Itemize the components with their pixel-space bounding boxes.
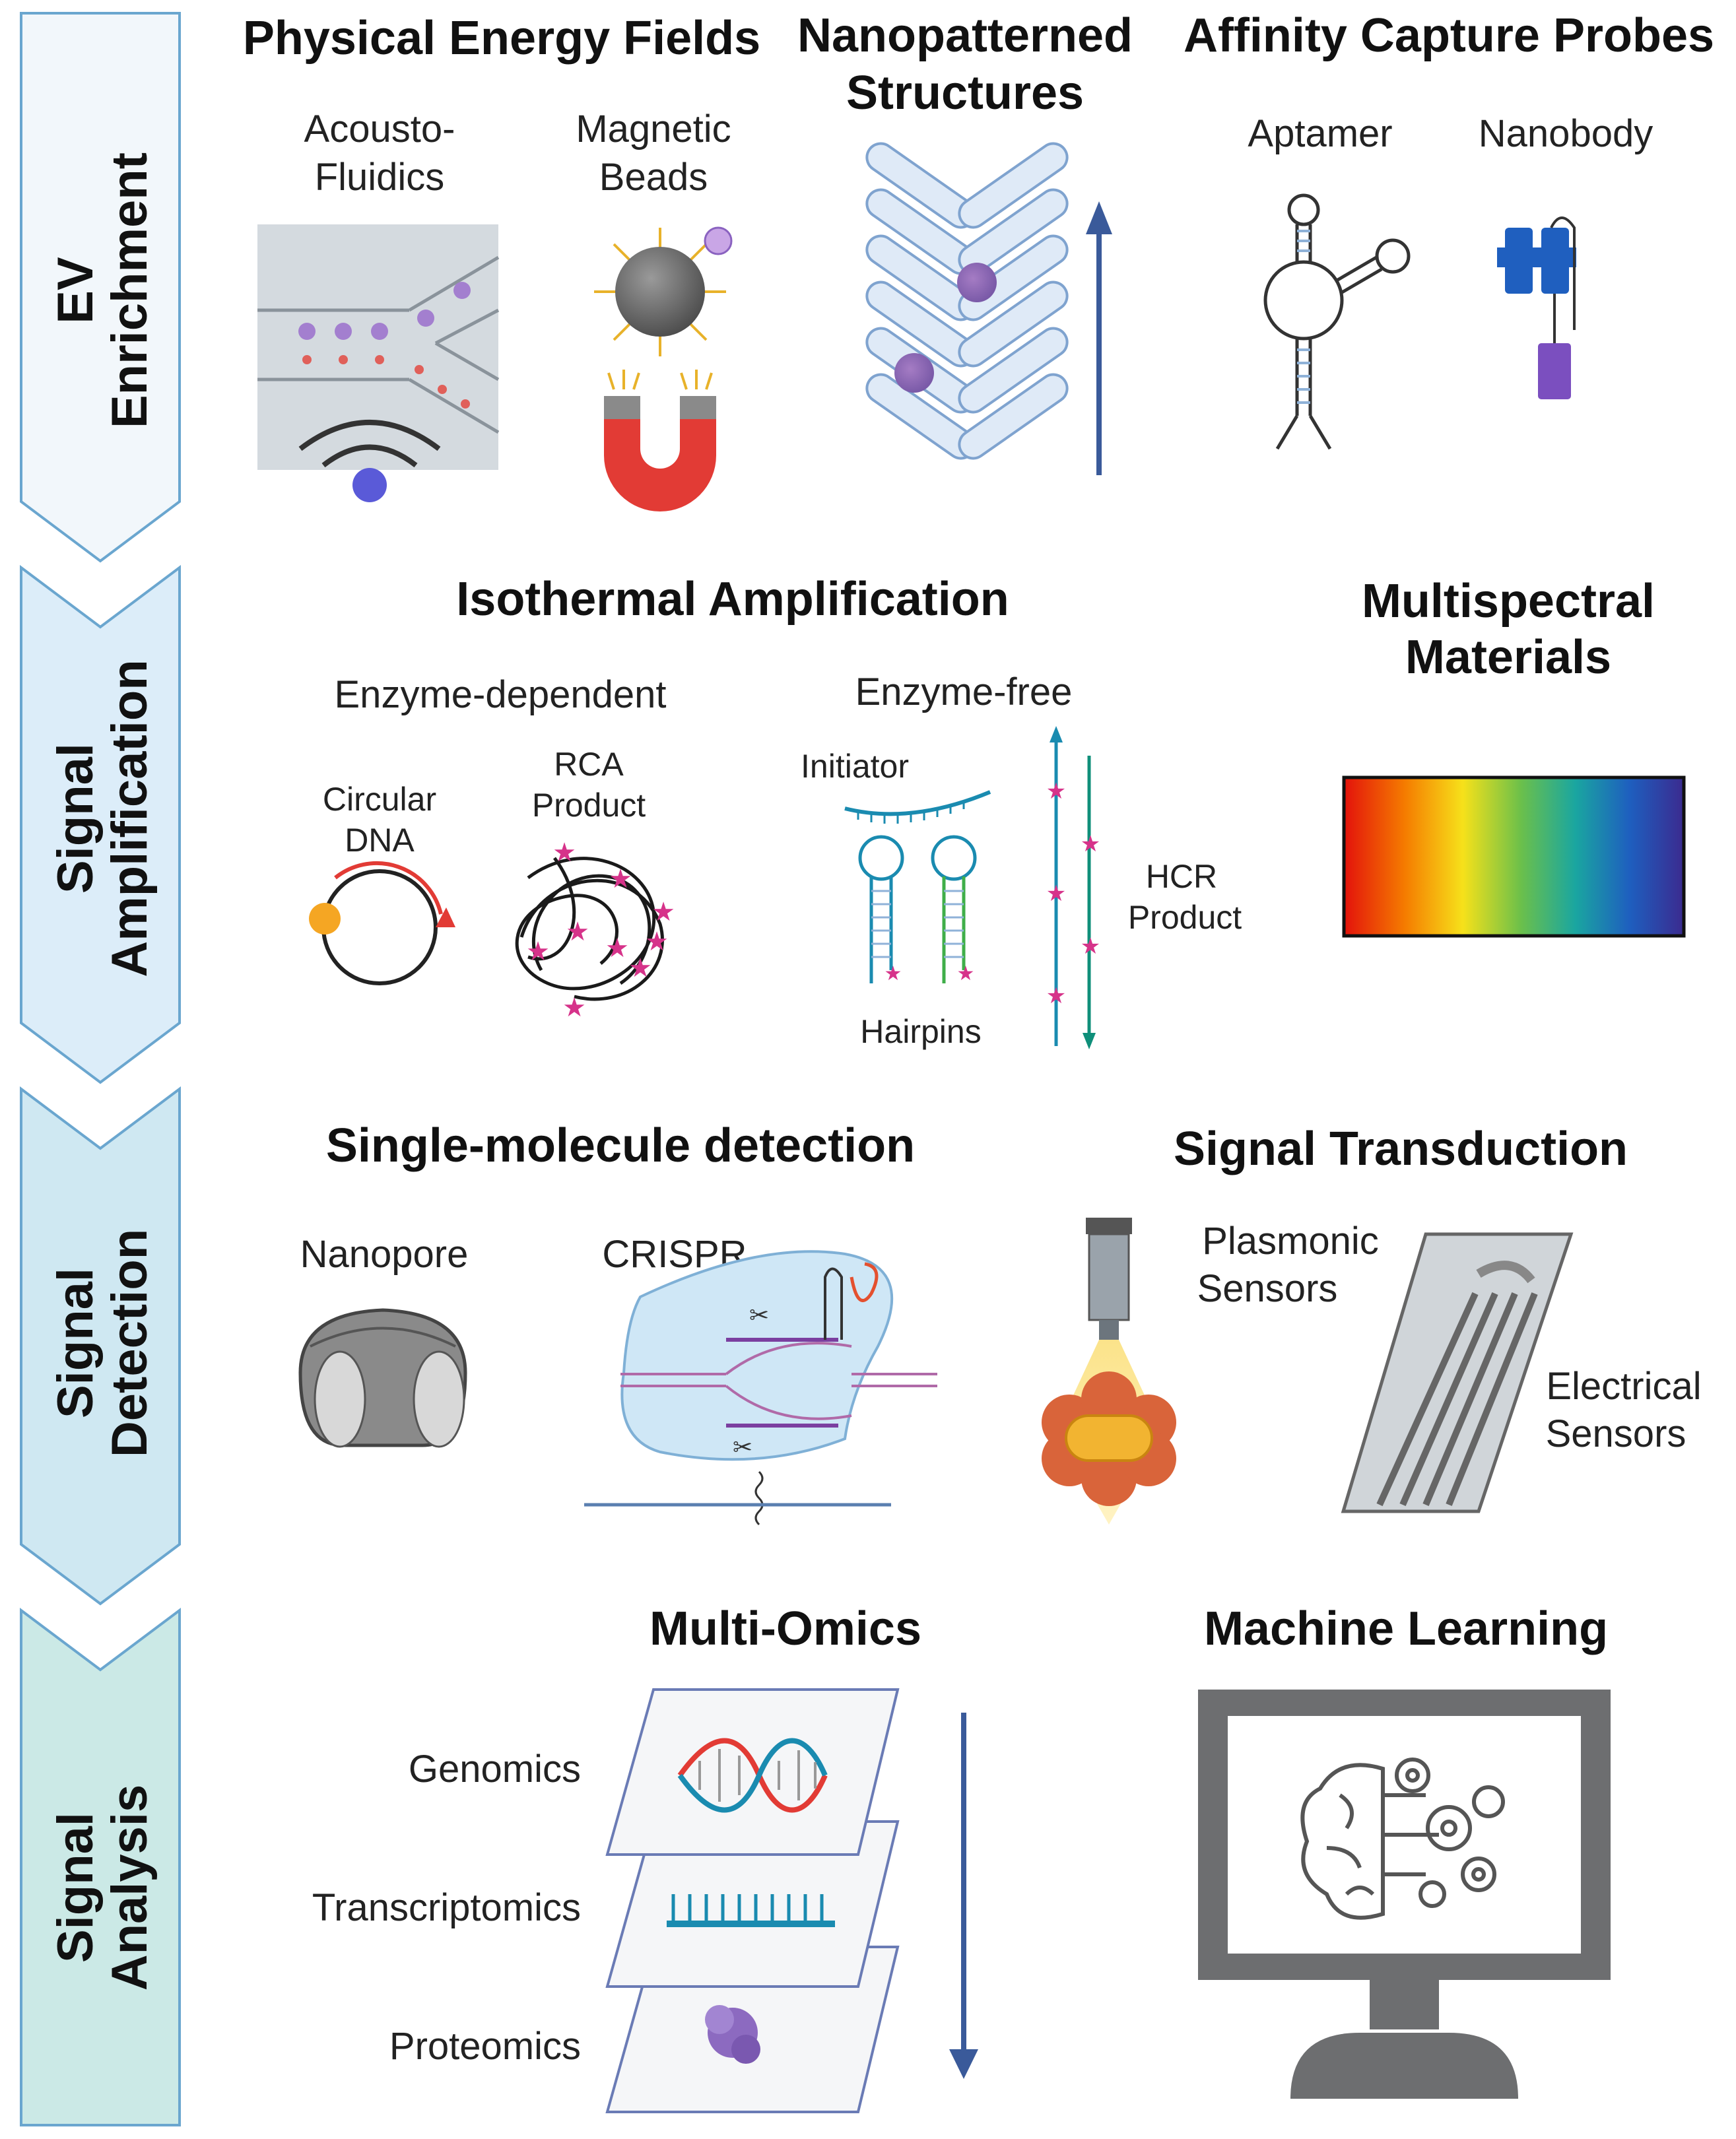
acousto-label-2: Fluidics xyxy=(315,156,445,199)
svg-text:★: ★ xyxy=(1046,880,1066,907)
multispectral-spectrum-bar xyxy=(1342,775,1686,938)
flow-down-arrow-icon xyxy=(949,1713,978,2079)
acoustofluidic-chip-icon xyxy=(257,224,500,502)
svg-text:★: ★ xyxy=(1046,983,1066,1009)
svg-text:★: ★ xyxy=(609,864,632,894)
nanobody-label: Nanobody xyxy=(1479,112,1653,155)
svg-text:★: ★ xyxy=(605,933,629,964)
magnetic-bead-icon xyxy=(594,226,733,356)
aptamer-icon xyxy=(1263,193,1411,450)
circular-dna-label-1: Circular xyxy=(323,781,436,818)
svg-text:★: ★ xyxy=(1081,831,1100,857)
flow-up-arrow-icon xyxy=(1086,201,1112,475)
proteomics-label: Proteomics xyxy=(389,2025,581,2068)
initiator-strand-icon xyxy=(844,790,991,824)
scissors-icon: ✂ xyxy=(733,1434,752,1461)
aptamer-label: Aptamer xyxy=(1248,112,1392,155)
rca-product-label-1: RCA xyxy=(554,746,624,783)
acousto-label-1: Acousto- xyxy=(304,108,455,150)
affinity-capture-title: Affinity Capture Probes xyxy=(1184,9,1714,62)
stage-chevron-amplification: Signal Amplification xyxy=(20,565,181,1084)
hcr-product-icon: ★ ★ ★ ★ ★ xyxy=(1046,726,1100,1049)
crispr-icon: ✂ ✂ xyxy=(584,1250,937,1526)
stage-chevron-detection: Signal Detection xyxy=(20,1086,181,1606)
omics-layer-transcriptomics xyxy=(605,1820,900,1988)
hairpins-label: Hairpins xyxy=(860,1013,981,1050)
stage-chevron-analysis: Signal Analysis xyxy=(20,1608,181,2126)
svg-text:★: ★ xyxy=(552,838,576,868)
svg-text:★: ★ xyxy=(1046,778,1066,805)
nanopatterned-title-1: Nanopatterned xyxy=(797,9,1133,62)
stage-label-detection-2: Detection xyxy=(102,1229,158,1457)
genomics-label: Genomics xyxy=(409,1748,581,1791)
signal-transduction-title: Signal Transduction xyxy=(1174,1123,1628,1175)
isothermal-title: Isothermal Amplification xyxy=(456,573,1009,626)
single-molecule-title: Single-molecule detection xyxy=(326,1119,915,1172)
ev-particle-icon xyxy=(957,263,997,302)
hcr-product-label-1: HCR xyxy=(1146,858,1217,895)
plasmonic-label-2: Sensors xyxy=(1197,1267,1338,1310)
omics-layer-genomics xyxy=(605,1688,900,1856)
rca-stars: ★★★ ★★★ ★★★ xyxy=(526,838,675,1023)
initiator-label: Initiator xyxy=(801,748,909,785)
multi-omics-title: Multi-Omics xyxy=(650,1602,921,1655)
svg-text:★: ★ xyxy=(645,927,669,957)
magnetic-label-2: Beads xyxy=(599,156,708,199)
machine-learning-title: Machine Learning xyxy=(1204,1602,1608,1655)
multispectral-title-1: Multispectral xyxy=(1362,575,1655,628)
nanobody-icon xyxy=(1497,216,1576,399)
scissors-icon: ✂ xyxy=(749,1302,769,1329)
svg-text:★: ★ xyxy=(651,897,675,927)
hairpin-star-icon: ★ xyxy=(885,962,902,985)
transcriptomics-label: Transcriptomics xyxy=(312,1886,581,1929)
stage-chevron-enrichment: EV Enrichment xyxy=(20,12,181,563)
stage-label-amplification-2: Amplification xyxy=(102,659,158,977)
omics-layer-proteomics xyxy=(605,1946,900,2113)
stage-label-amplification-1: Signal xyxy=(48,743,104,894)
circular-dna-icon xyxy=(309,861,455,985)
hcr-product-label-2: Product xyxy=(1128,899,1242,936)
nanopore-label: Nanopore xyxy=(300,1233,469,1276)
plasmonic-sensor-icon xyxy=(1042,1218,1176,1525)
hairpin-basepairs xyxy=(871,890,964,958)
circular-dna-label-2: DNA xyxy=(345,822,415,859)
rca-product-label-2: Product xyxy=(532,787,646,824)
stage-label-detection-1: Signal xyxy=(48,1268,104,1418)
nanopore-icon xyxy=(298,1308,467,1448)
ev-particle-icon xyxy=(894,353,934,393)
aptamer-basepairs xyxy=(1297,230,1310,404)
physical-energy-title: Physical Energy Fields xyxy=(243,12,760,65)
svg-text:★: ★ xyxy=(628,953,652,983)
stage-label-analysis-1: Signal xyxy=(48,1812,104,1963)
svg-text:★: ★ xyxy=(526,937,550,967)
enzyme-free-label: Enzyme-free xyxy=(855,671,1073,713)
monitor-icon xyxy=(1198,1690,1611,2099)
brain-gears-icon xyxy=(1300,1758,1505,1920)
rca-product-icon xyxy=(515,857,664,1001)
electrical-label-1: Electrical xyxy=(1546,1365,1701,1408)
nanopatterned-title-2: Structures xyxy=(846,67,1084,119)
stage-label-enrichment-1: EV xyxy=(48,257,104,324)
electrical-sensor-icon xyxy=(1341,1232,1574,1513)
magnet-icon xyxy=(604,370,716,511)
enzyme-dependent-label: Enzyme-dependent xyxy=(335,673,667,716)
stage-label-analysis-2: Analysis xyxy=(102,1785,158,1991)
magnetic-label-1: Magnetic xyxy=(576,108,731,150)
plasmonic-label-1: Plasmonic xyxy=(1202,1220,1379,1263)
hairpin-star-icon: ★ xyxy=(957,962,975,985)
electrical-label-2: Sensors xyxy=(1546,1412,1686,1455)
svg-text:★: ★ xyxy=(1081,933,1100,960)
svg-text:★: ★ xyxy=(566,917,589,947)
hairpin-icon xyxy=(858,835,977,983)
multispectral-title-2: Materials xyxy=(1405,631,1611,684)
stage-label-enrichment-2: Enrichment xyxy=(102,152,158,428)
svg-text:★: ★ xyxy=(562,993,586,1023)
nanopatterned-structure-icon xyxy=(865,142,1069,460)
